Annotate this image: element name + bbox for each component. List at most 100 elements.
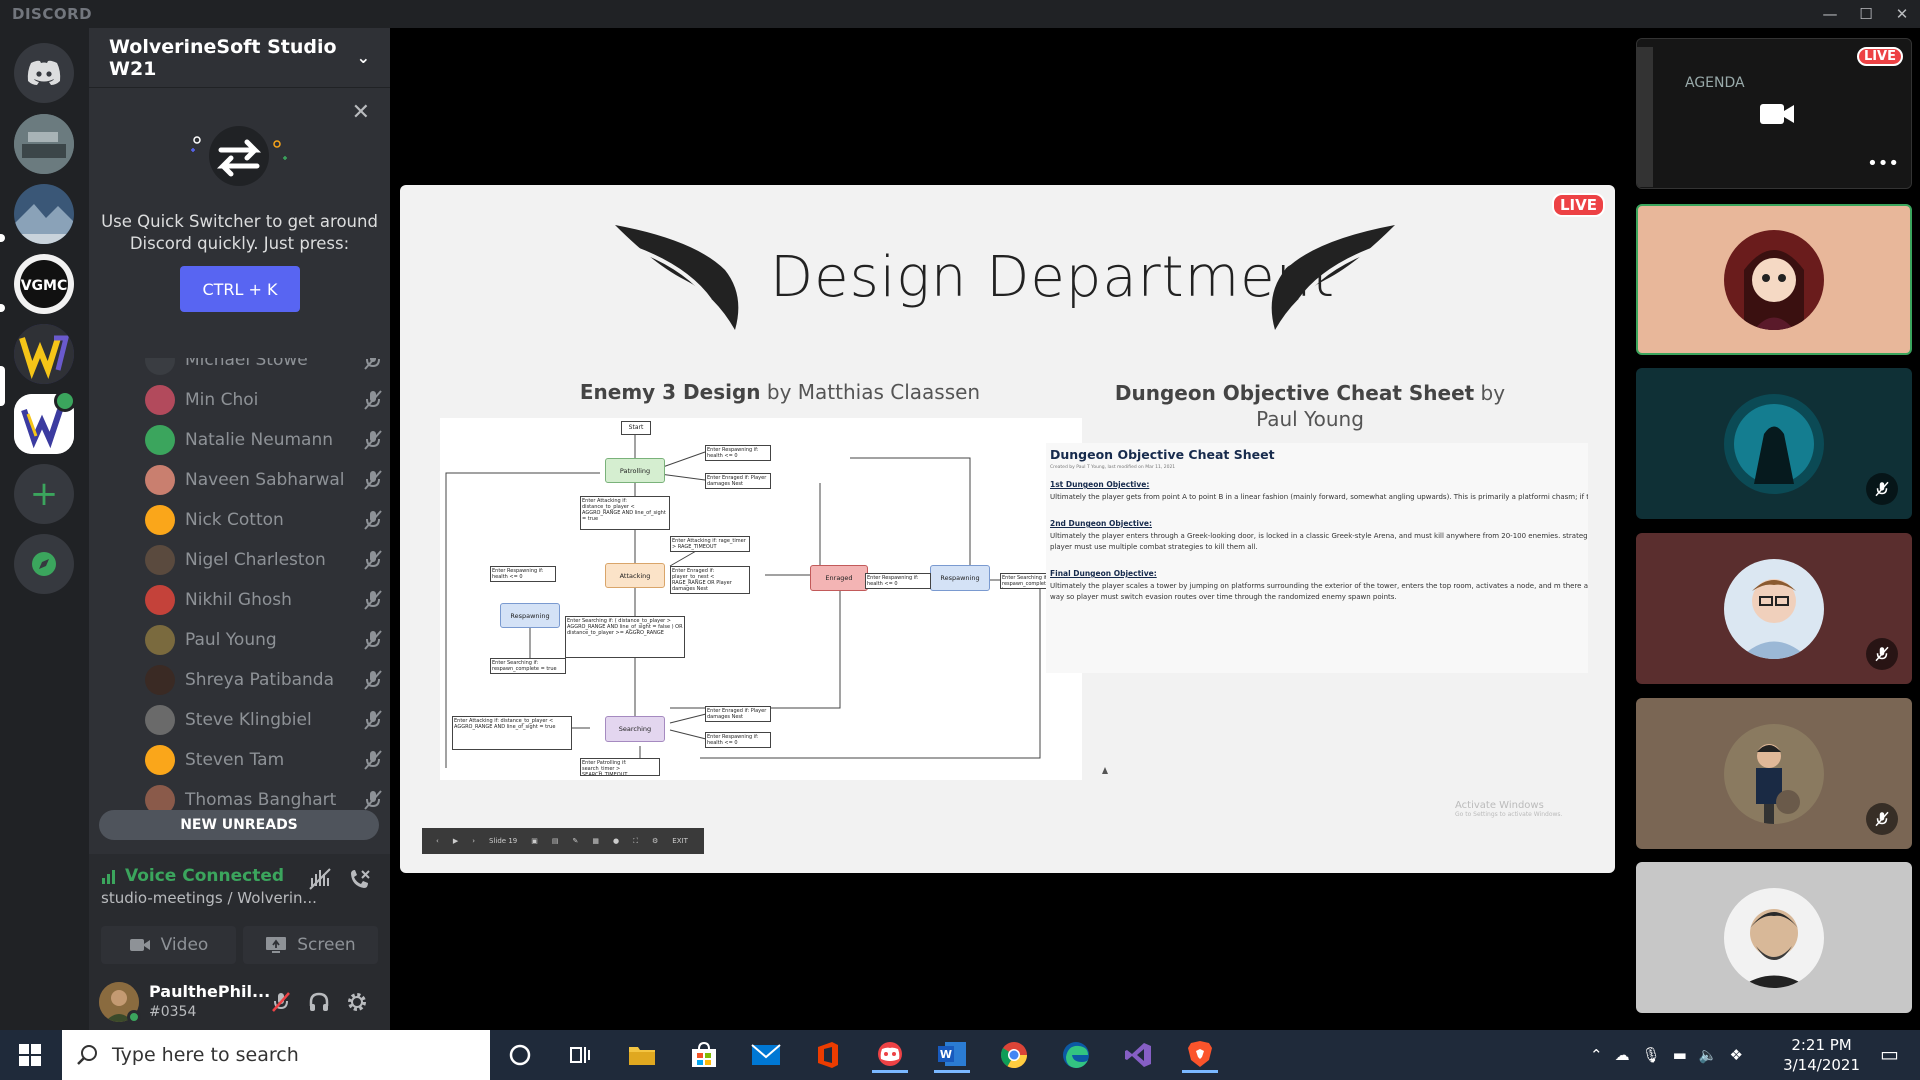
noise-suppression-icon[interactable] bbox=[307, 866, 333, 892]
window-controls: — ☐ ✕ bbox=[1812, 0, 1920, 28]
battery-icon[interactable]: ▬ bbox=[1672, 1046, 1687, 1064]
chrome-icon[interactable] bbox=[996, 1037, 1032, 1073]
voice-status: Voice Connected bbox=[101, 866, 284, 886]
settings-icon[interactable]: ⚙ bbox=[652, 837, 659, 845]
next-slide-icon[interactable]: › bbox=[472, 837, 476, 845]
discord-taskbar-icon[interactable] bbox=[872, 1037, 908, 1073]
brave-icon[interactable] bbox=[1182, 1037, 1218, 1073]
server-icon-vgmc[interactable]: VGMC bbox=[14, 254, 74, 314]
stream-preview-tile[interactable]: AGENDA LIVE ••• bbox=[1636, 38, 1912, 189]
participant-tile[interactable] bbox=[1636, 862, 1912, 1013]
server-icon-2[interactable] bbox=[14, 184, 74, 244]
server-icon-ws[interactable] bbox=[14, 324, 74, 384]
live-badge: LIVE bbox=[1552, 193, 1605, 217]
tips-icon[interactable]: ● bbox=[612, 837, 620, 845]
home-button[interactable] bbox=[14, 43, 74, 103]
cortana-icon[interactable] bbox=[502, 1037, 538, 1073]
prev-slide-icon[interactable]: ‹ bbox=[436, 837, 439, 845]
close-icon[interactable]: ✕ bbox=[351, 100, 370, 125]
participant-tile[interactable] bbox=[1636, 204, 1912, 355]
notes-icon[interactable]: ▤ bbox=[551, 837, 559, 845]
quick-switcher-shortcut-button[interactable]: CTRL + K bbox=[180, 266, 300, 312]
more-options-icon[interactable]: ••• bbox=[1867, 153, 1899, 174]
voice-active-badge-icon bbox=[54, 390, 76, 412]
fullscreen-icon[interactable]: ⛶ bbox=[633, 836, 638, 845]
microphone-icon[interactable]: 🎙 bbox=[1641, 1046, 1661, 1064]
mute-mic-icon[interactable] bbox=[269, 990, 293, 1014]
list-item[interactable]: Min Choi bbox=[145, 380, 385, 420]
taskbar-clock[interactable]: 2:21 PM 3/14/2021 bbox=[1783, 1035, 1860, 1075]
participants-column: AGENDA LIVE ••• bbox=[1632, 28, 1920, 1030]
list-item[interactable]: Shreya Patibanda bbox=[145, 660, 385, 700]
muted-mic-icon bbox=[364, 710, 382, 730]
member-name: Nikhil Ghosh bbox=[185, 590, 292, 610]
gear-icon[interactable] bbox=[345, 990, 369, 1014]
task-view-icon[interactable] bbox=[562, 1037, 598, 1073]
muted-mic-icon bbox=[364, 790, 382, 810]
taskbar-search-input[interactable]: Type here to search bbox=[62, 1030, 490, 1080]
list-item[interactable]: Nikhil Ghosh bbox=[145, 580, 385, 620]
slide-title: Design Department bbox=[770, 245, 1336, 310]
explore-servers-icon[interactable] bbox=[14, 534, 74, 594]
live-badge: LIVE bbox=[1856, 47, 1903, 66]
doc-section-heading: Final Dungeon Objective: bbox=[1050, 569, 1157, 578]
minimize-icon[interactable]: — bbox=[1822, 5, 1838, 23]
play-icon[interactable]: ▶ bbox=[452, 837, 459, 845]
list-item[interactable]: Steve Klingbiel bbox=[145, 700, 385, 740]
screen-share-button[interactable]: Screen bbox=[243, 926, 378, 964]
volume-icon[interactable]: 🔈 bbox=[1698, 1046, 1718, 1064]
microsoft-store-icon[interactable] bbox=[686, 1037, 722, 1073]
list-item[interactable]: Paul Young bbox=[145, 620, 385, 660]
mail-icon[interactable] bbox=[748, 1037, 784, 1073]
pointer-icon[interactable]: ✎ bbox=[572, 837, 579, 845]
server-header[interactable]: WolverineSoft Studio W21 ⌄ bbox=[89, 28, 390, 88]
voice-channel-link[interactable]: studio-meetings / Wolverin... bbox=[101, 889, 317, 907]
shared-screen[interactable]: LIVE Design Department Enemy 3 Design by… bbox=[400, 185, 1615, 873]
list-item[interactable]: Nick Cotton bbox=[145, 500, 385, 540]
diagram-note: Enter Searching if: respawn_complete = t… bbox=[490, 658, 566, 674]
user-panel: PaulthePhil... #0354 bbox=[89, 974, 390, 1030]
notifications-icon[interactable]: ▭ bbox=[1880, 1042, 1899, 1066]
slide-number[interactable]: Slide 19 bbox=[489, 837, 518, 845]
participant-tile[interactable] bbox=[1636, 368, 1912, 519]
diagram-node: Enraged bbox=[810, 565, 868, 591]
member-name: Steven Tam bbox=[185, 750, 285, 770]
video-button[interactable]: Video bbox=[101, 926, 236, 964]
participant-tile[interactable] bbox=[1636, 698, 1912, 849]
visual-studio-icon[interactable] bbox=[1120, 1037, 1156, 1073]
diagram-node: Searching bbox=[605, 716, 665, 742]
onedrive-icon[interactable]: ☁ bbox=[1614, 1046, 1630, 1064]
list-item[interactable]: Michael Stowe bbox=[145, 358, 385, 380]
list-item[interactable]: Natalie Neumann bbox=[145, 420, 385, 460]
dropbox-icon[interactable]: ❖ bbox=[1729, 1046, 1743, 1064]
unread-pill bbox=[0, 234, 5, 242]
disconnect-icon[interactable] bbox=[347, 866, 373, 892]
maximize-icon[interactable]: ☐ bbox=[1859, 5, 1873, 23]
close-window-icon[interactable]: ✕ bbox=[1895, 5, 1909, 23]
list-item[interactable]: Steven Tam bbox=[145, 740, 385, 780]
new-unreads-button[interactable]: NEW UNREADS bbox=[99, 810, 379, 840]
muted-mic-icon bbox=[364, 470, 382, 490]
windows-start-icon[interactable] bbox=[12, 1037, 48, 1073]
qa-icon[interactable]: ▣ bbox=[531, 837, 538, 845]
exit-button[interactable]: EXIT bbox=[672, 837, 688, 845]
list-item[interactable]: Nigel Charleston bbox=[145, 540, 385, 580]
server-icon-wolverinesoft-studio[interactable] bbox=[14, 394, 74, 454]
chevron-up-icon[interactable]: ⌃ bbox=[1590, 1046, 1603, 1064]
left-wing-icon bbox=[615, 225, 739, 330]
edge-icon[interactable] bbox=[1058, 1037, 1094, 1073]
avatar[interactable] bbox=[99, 982, 139, 1022]
file-explorer-icon[interactable] bbox=[624, 1037, 660, 1073]
doc-section-body: Ultimately the player gets from point A … bbox=[1050, 493, 1588, 501]
server-icon-1[interactable] bbox=[14, 114, 74, 174]
diagram-node: Patrolling bbox=[605, 458, 665, 483]
voice-member-list: Michael Stowe Min Choi Natalie Neumann N… bbox=[89, 358, 390, 838]
headphones-icon[interactable] bbox=[307, 990, 331, 1014]
muted-mic-icon bbox=[364, 358, 380, 370]
list-item[interactable]: Naveen Sabharwal bbox=[145, 460, 385, 500]
office-icon[interactable] bbox=[810, 1037, 846, 1073]
word-icon[interactable]: W bbox=[934, 1037, 970, 1073]
add-server-icon[interactable]: + bbox=[14, 464, 74, 524]
participant-tile[interactable] bbox=[1636, 533, 1912, 684]
options-icon[interactable]: ▦ bbox=[592, 837, 599, 845]
